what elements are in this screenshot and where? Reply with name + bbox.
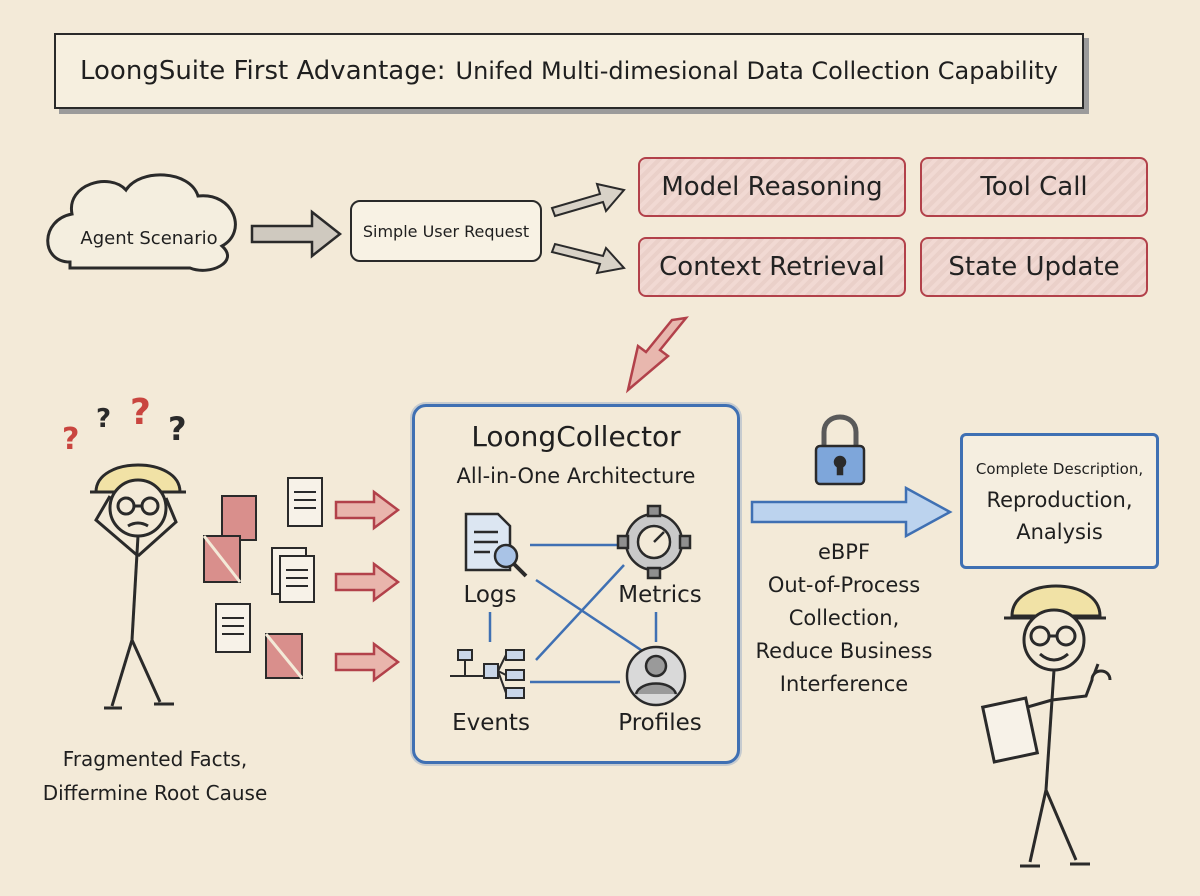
ebpf-line: Collection, (788, 606, 900, 630)
title-rest: Unifed Multi-dimesional Data Collection … (455, 57, 1059, 85)
gear-gauge-icon (616, 504, 692, 580)
task-state-update: State Update (920, 237, 1148, 297)
task-label: Tool Call (980, 172, 1088, 202)
cloud-shape (46, 173, 237, 272)
flow-diagram-icon (450, 649, 525, 699)
loongcollector-box (412, 404, 740, 764)
task-context-retrieval: Context Retrieval (638, 237, 906, 297)
ebpf-caption: eBPF Out-of-Process Collection, Reduce B… (744, 536, 944, 701)
problem-line: Differmine Root Cause (42, 781, 268, 805)
result-line: Reproduction, (986, 488, 1133, 512)
happy-worker-figure (980, 584, 1112, 868)
result-line: Analysis (1016, 520, 1103, 544)
arrow-request-to-lower-tasks (550, 242, 626, 275)
result-box: Complete Description, Reproduction, Anal… (960, 433, 1159, 569)
title-banner: LoongSuite First Advantage: Unifed Multi… (54, 33, 1084, 109)
question-mark: ? (62, 422, 80, 457)
cloud-label: Agent Scenario (80, 227, 218, 249)
arrow-request-to-upper-tasks (550, 182, 626, 218)
padlock-icon (814, 414, 866, 486)
question-mark: ? (130, 392, 151, 433)
ebpf-title: eBPF (817, 540, 871, 564)
node-label-logs: Logs (463, 582, 517, 608)
ebpf-line: Out-of-Process (767, 573, 921, 597)
ebpf-line: Interference (779, 672, 909, 696)
task-model-reasoning: Model Reasoning (638, 157, 906, 217)
arrows-documents-to-collector (334, 489, 401, 683)
document-magnifier-icon (464, 512, 528, 578)
node-label-metrics: Metrics (618, 582, 702, 608)
confused-worker-figure (90, 463, 186, 710)
simple-user-request-box: Simple User Request (350, 200, 542, 262)
question-mark: ? (96, 404, 112, 434)
problem-line: Fragmented Facts, (62, 747, 248, 771)
problem-caption: Fragmented Facts, Differmine Root Cause (20, 742, 290, 810)
task-label: Model Reasoning (661, 172, 883, 202)
arrow-tasks-to-collector (625, 316, 689, 394)
task-label: State Update (948, 252, 1120, 282)
collector-title: LoongCollector (471, 419, 681, 453)
result-line: Complete Description, (975, 460, 1144, 478)
collector-connections (488, 543, 658, 684)
title-prefix: LoongSuite First Advantage: (80, 56, 446, 86)
request-label: Simple User Request (362, 221, 530, 241)
task-label: Context Retrieval (659, 252, 885, 282)
task-tool-call: Tool Call (920, 157, 1148, 217)
node-label-profiles: Profiles (618, 710, 702, 736)
node-label-events: Events (452, 710, 530, 736)
arrow-cloud-to-request (250, 209, 343, 259)
ebpf-line: Reduce Business (755, 639, 933, 663)
collector-subtitle: All-in-One Architecture (456, 464, 696, 488)
arrow-collector-to-result (750, 485, 953, 539)
question-mark: ? (168, 410, 187, 448)
user-profile-icon (625, 645, 687, 707)
document-pile-icons (202, 477, 323, 679)
